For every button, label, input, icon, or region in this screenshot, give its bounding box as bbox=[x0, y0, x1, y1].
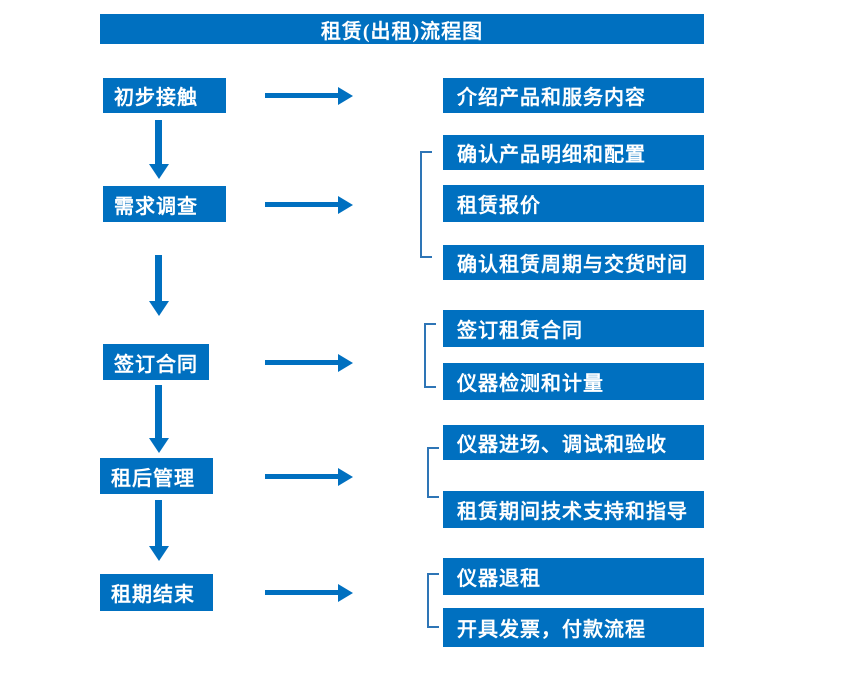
arrow-right-icon bbox=[265, 202, 338, 207]
step-box-demand-survey: 需求调查 bbox=[103, 186, 226, 222]
arrow-right-icon bbox=[265, 474, 338, 479]
bracket-connector bbox=[420, 151, 432, 258]
step-box-initial-contact: 初步接触 bbox=[103, 78, 226, 113]
arrow-right-icon bbox=[265, 590, 338, 595]
output-box-instrument-return: 仪器退租 bbox=[443, 558, 704, 595]
arrow-right-icon bbox=[265, 93, 338, 98]
step-box-post-rental-management: 租后管理 bbox=[100, 458, 213, 494]
step-box-rental-end: 租期结束 bbox=[100, 574, 213, 611]
bracket-connector bbox=[424, 323, 436, 388]
arrow-down-icon bbox=[155, 120, 162, 164]
output-box-invoice-payment: 开具发票，付款流程 bbox=[443, 608, 704, 647]
arrow-down-icon bbox=[155, 500, 162, 546]
bracket-connector bbox=[427, 573, 439, 628]
output-box-rental-quote: 租赁报价 bbox=[443, 185, 704, 222]
output-box-confirm-details: 确认产品明细和配置 bbox=[443, 135, 704, 170]
output-box-tech-support: 租赁期间技术支持和指导 bbox=[443, 491, 704, 528]
output-box-instrument-entry: 仪器进场、调试和验收 bbox=[443, 425, 704, 460]
arrow-right-icon bbox=[265, 360, 338, 365]
bracket-connector bbox=[427, 447, 439, 498]
output-box-sign-rental-contract: 签订租赁合同 bbox=[443, 310, 704, 347]
step-box-sign-contract: 签订合同 bbox=[103, 344, 209, 380]
arrow-down-icon bbox=[155, 385, 162, 438]
arrow-down-icon bbox=[155, 255, 162, 301]
diagram-title: 租赁(出租)流程图 bbox=[100, 14, 704, 44]
output-box-confirm-period: 确认租赁周期与交货时间 bbox=[443, 245, 704, 280]
output-box-introduce-products: 介绍产品和服务内容 bbox=[443, 78, 704, 113]
output-box-instrument-testing: 仪器检测和计量 bbox=[443, 363, 704, 400]
